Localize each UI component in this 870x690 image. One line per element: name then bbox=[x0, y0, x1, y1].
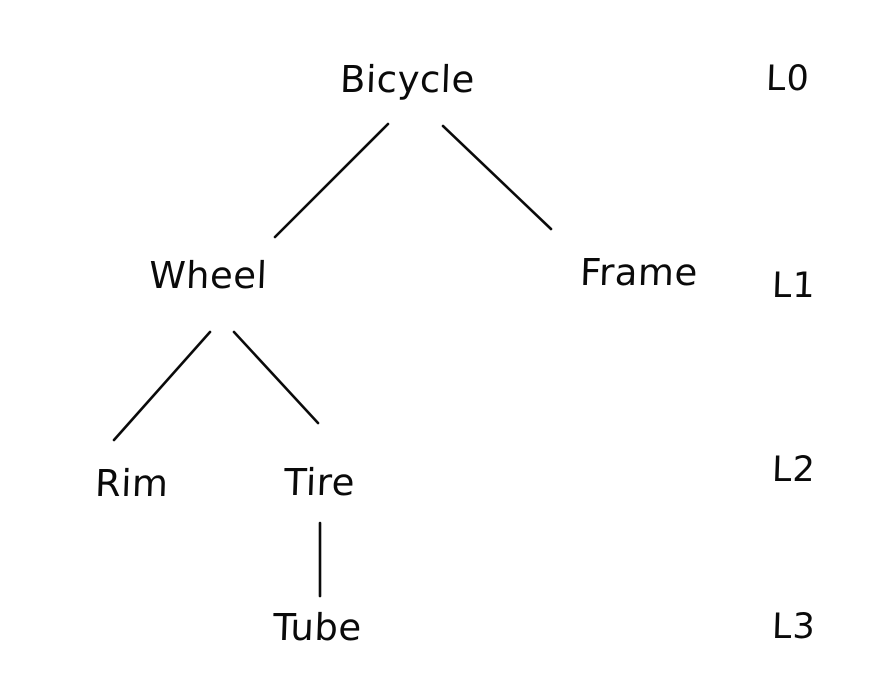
node-tube[interactable]: Tube bbox=[272, 606, 363, 649]
edge-wheel-tire bbox=[232, 330, 320, 425]
node-bicycle[interactable]: Bicycle bbox=[339, 58, 476, 101]
node-rim[interactable]: Rim bbox=[94, 462, 170, 505]
level-label-l1: L1 bbox=[771, 266, 817, 306]
level-label-l3: L3 bbox=[771, 607, 817, 647]
node-frame[interactable]: Frame bbox=[579, 251, 699, 294]
edge-bicycle-frame bbox=[441, 124, 553, 231]
node-tire[interactable]: Tire bbox=[283, 461, 356, 504]
edge-bicycle-wheel bbox=[273, 122, 390, 239]
edge-wheel-rim bbox=[112, 330, 212, 442]
level-label-l2: L2 bbox=[771, 450, 817, 490]
node-wheel[interactable]: Wheel bbox=[148, 254, 269, 297]
level-label-l0: L0 bbox=[765, 59, 811, 99]
